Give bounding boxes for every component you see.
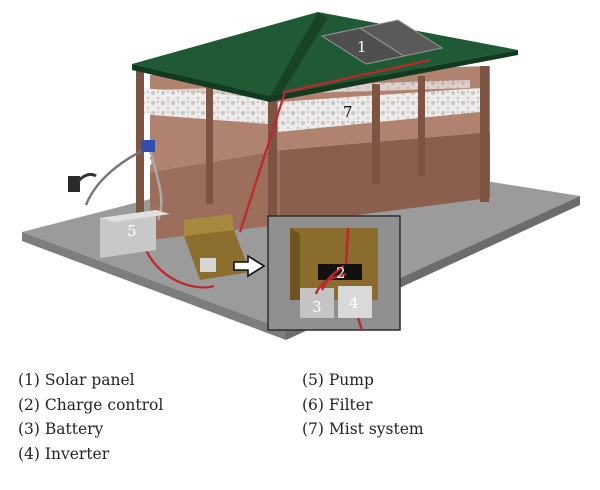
inset-enclosure-shadow	[290, 228, 300, 300]
legend-column-right: (5) Pump (6) Filter (7) Mist system	[302, 368, 424, 442]
inset-wire-b	[314, 272, 347, 295]
pavilion-right-wall	[280, 132, 490, 225]
filter-unit	[141, 140, 155, 152]
legend-item-battery: (3) Battery	[18, 420, 104, 438]
pavilion-left-wall	[150, 150, 280, 240]
callout-3: 3	[312, 298, 322, 316]
detail-inset	[267, 215, 401, 331]
callout-7: 7	[343, 103, 353, 121]
inset-arrow	[233, 254, 266, 278]
legend-item-inverter: (4) Inverter	[18, 444, 110, 463]
inset-wire-a	[320, 265, 345, 291]
inset-wire-c	[344, 227, 350, 265]
pump-box-top	[100, 210, 170, 222]
callout-6: 6	[143, 152, 153, 170]
roof	[132, 12, 518, 96]
legend-item-solar-panel: (1) Solar panel	[18, 371, 135, 389]
callout-1: 1	[357, 38, 367, 56]
legend-item-filter: (6) Filter	[302, 395, 373, 414]
nozzle-stand	[68, 176, 80, 192]
legend-item-charge-control: (2) Charge control	[18, 395, 164, 414]
charge-controller	[318, 264, 362, 280]
power-cable	[238, 58, 431, 233]
ground-slab-front	[22, 232, 286, 340]
pavilion-posts	[136, 66, 489, 245]
nozzle-pipe	[76, 172, 97, 183]
legend-column-left: (1) Solar panel (2) Charge control (3) B…	[18, 368, 163, 466]
mini-battery	[200, 258, 216, 272]
control-enclosure-back	[184, 214, 234, 236]
system-diagram: 1 2 3 4 5 6 7	[22, 12, 580, 340]
inset-wire-d	[356, 317, 364, 331]
callout-5: 5	[127, 222, 137, 240]
legend: (1) Solar panel (2) Charge control (3) B…	[0, 368, 600, 488]
legend-item-pump: (5) Pump	[302, 371, 374, 389]
roof-ridge	[270, 12, 328, 96]
callout-2: 2	[336, 264, 346, 282]
legend-item-mist-system: (7) Mist system	[302, 420, 424, 438]
filter-hose	[84, 146, 149, 206]
solar-panel-b	[358, 19, 444, 57]
callout-4: 4	[349, 294, 359, 312]
roof-fascia	[132, 50, 518, 102]
inverter	[338, 286, 372, 318]
